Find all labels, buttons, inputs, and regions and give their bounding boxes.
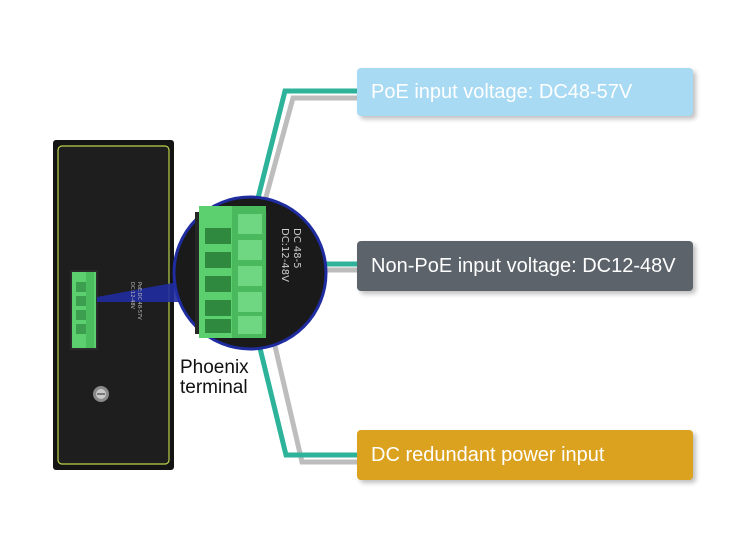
device-print: PoE:DC 48-57V DC:12-48V: [129, 282, 142, 320]
nonpoe-input-label: Non-PoE input voltage: DC12-48V: [357, 241, 693, 291]
terminal-pin: [76, 324, 92, 334]
terminal-pin: [76, 282, 92, 292]
zoom-terminal-block: [199, 206, 237, 338]
poe-input-label: PoE input voltage: DC48-57V: [357, 68, 693, 116]
terminal-pin: [76, 310, 92, 320]
nonpoe-input-text: Non-PoE input voltage: DC12-48V: [371, 254, 676, 277]
zoom-print-line1: DC 48-5: [291, 228, 302, 269]
terminal-pin: [76, 296, 92, 306]
poe-input-text: PoE input voltage: DC48-57V: [371, 80, 633, 103]
zoom-terminal-pin: [205, 319, 231, 333]
connector-line-bottom: [255, 339, 358, 458]
zoom-terminal-screw: [238, 214, 262, 234]
callout-line2: terminal: [180, 377, 248, 398]
zoom-terminal-screw: [238, 266, 262, 286]
device-front-panel: [57, 145, 170, 465]
zoom-terminal-pin: [205, 276, 231, 292]
zoom-terminal-screw: [238, 316, 262, 334]
dc-redundant-text: DC redundant power input: [371, 443, 605, 466]
connector-line-top: [253, 88, 358, 207]
zoom-terminal-screw: [238, 292, 262, 312]
zoom-print-line2: DC:12-48V: [279, 228, 290, 282]
terminal-screw-strip: [86, 272, 94, 348]
zoom-terminal-pin: [205, 228, 231, 244]
zoom-terminal-pin: [205, 300, 231, 316]
zoom-terminal-screw: [238, 240, 262, 260]
zoom-print: DC 48-5 DC:12-48V: [279, 228, 302, 282]
shadow-line-bottom: [272, 345, 358, 465]
zoom-terminal-pin: [205, 252, 231, 268]
phoenix-terminal-callout: Phoenix terminal: [180, 358, 270, 398]
device-print-line2: DC:12-48V: [129, 282, 135, 310]
callout-line1: Phoenix: [180, 357, 249, 378]
dc-redundant-label: DC redundant power input: [357, 430, 693, 480]
shadow-line-top: [260, 95, 358, 209]
device-print-line1: PoE:DC 48-57V: [136, 282, 142, 320]
zoom-leader: [97, 282, 185, 302]
